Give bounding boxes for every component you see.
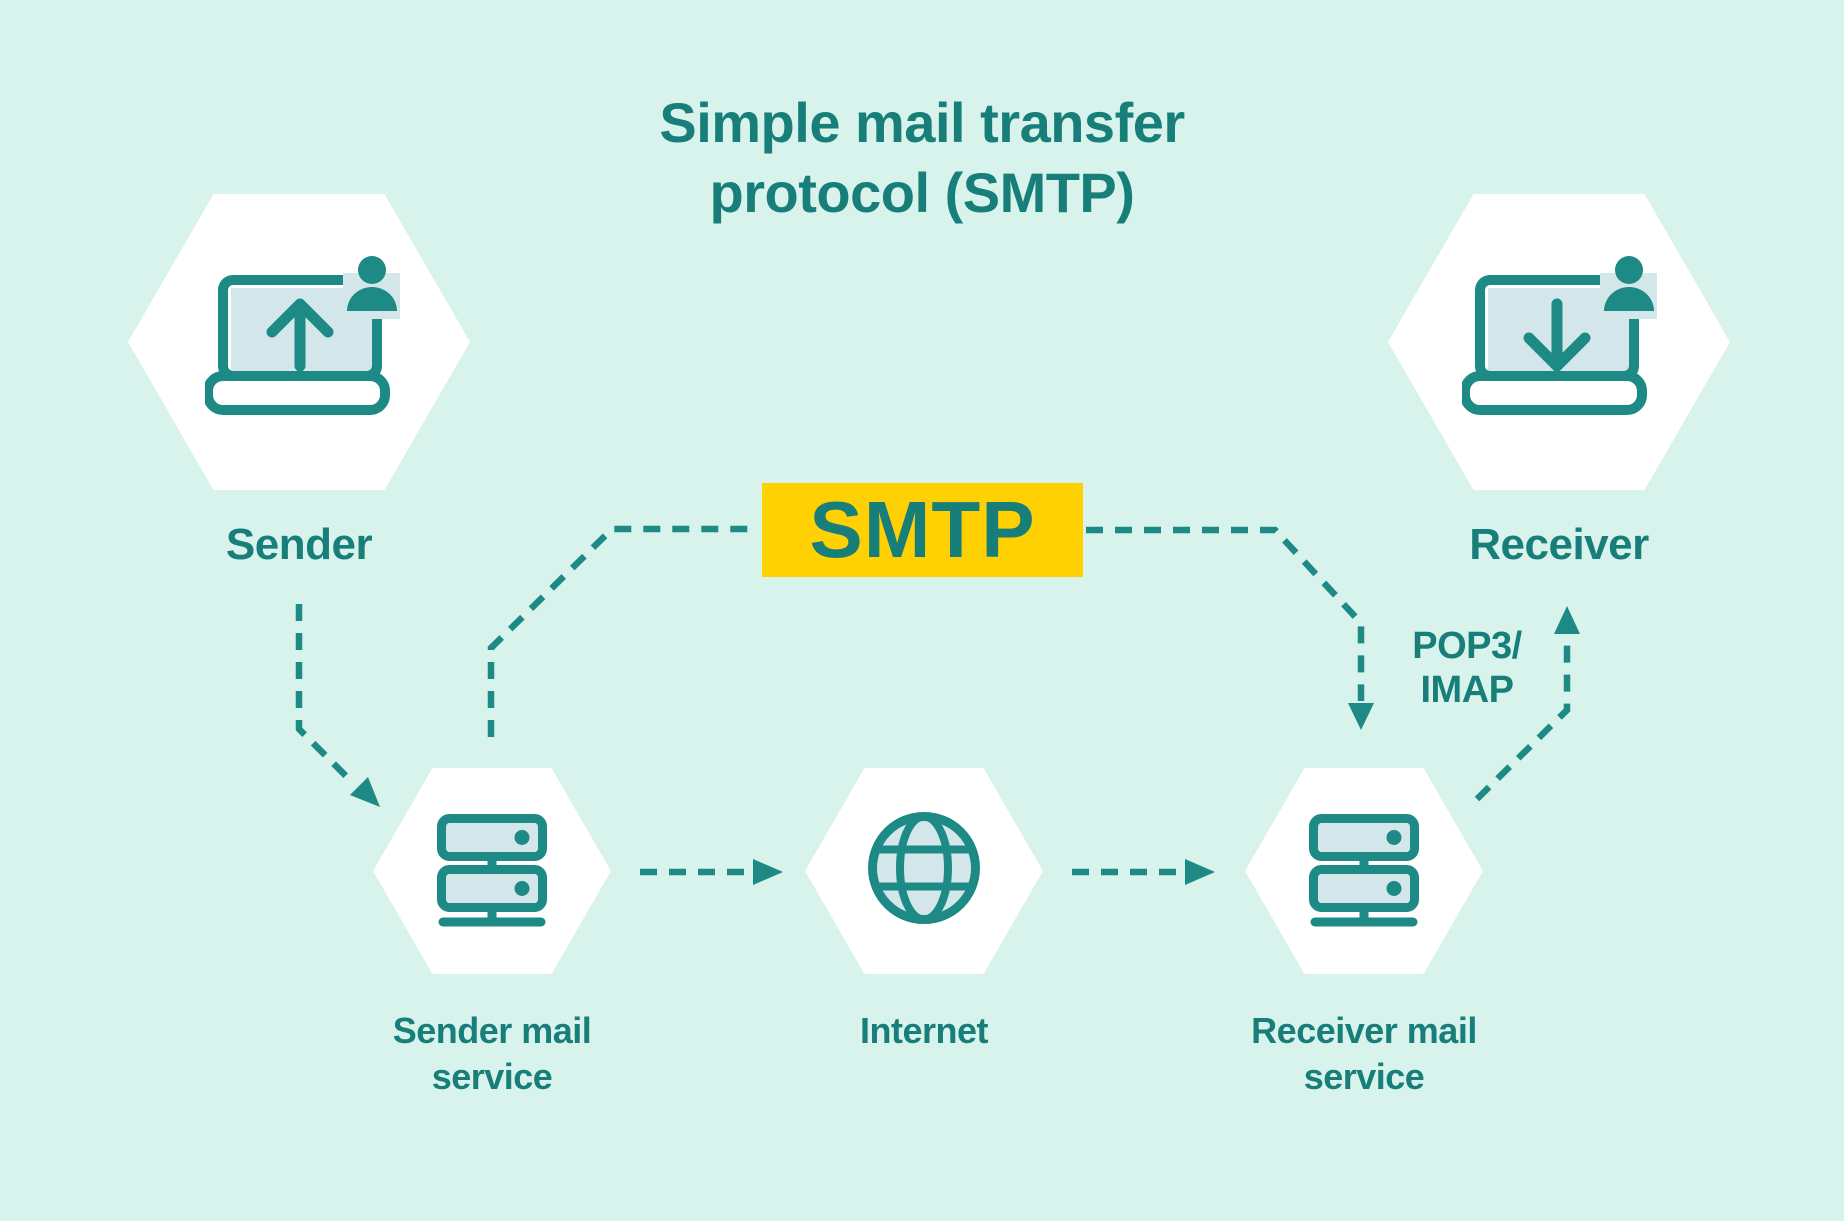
connector-smtp-to-receiver-mail: [1086, 526, 1374, 730]
upload-arrow-icon: [266, 298, 334, 372]
sender-label: Sender: [225, 520, 373, 569]
receiver-mail-service-label: Receiver mail service: [1251, 1010, 1477, 1098]
user-icon: [347, 256, 397, 311]
upload-laptop-icon: [205, 256, 400, 415]
mail-server-icon: [1309, 814, 1419, 927]
connector-internet-to-receiver-mail: [1072, 859, 1215, 885]
connector-sender-to-sender-mail: [295, 604, 380, 807]
download-arrow-icon: [1523, 298, 1591, 372]
pop3-imap-label: POP3/ IMAP: [1412, 625, 1522, 712]
mail-server-icon: [437, 814, 547, 927]
smtp-badge: SMTP: [762, 483, 1083, 577]
diagram-title: Simple mail transfer protocol (SMTP): [659, 91, 1185, 224]
internet-globe-icon: [868, 812, 980, 924]
download-laptop-icon: [1462, 256, 1657, 415]
sender-mail-service-label: Sender mail service: [392, 1010, 592, 1098]
user-icon: [1604, 256, 1654, 311]
connector-sender-mail-to-internet: [640, 859, 783, 885]
internet-label: Internet: [859, 1010, 989, 1051]
connector-sender-mail-to-smtp: [487, 525, 758, 737]
receiver-label: Receiver: [1469, 520, 1649, 569]
connector-receiver-mail-to-receiver: [1474, 606, 1580, 802]
